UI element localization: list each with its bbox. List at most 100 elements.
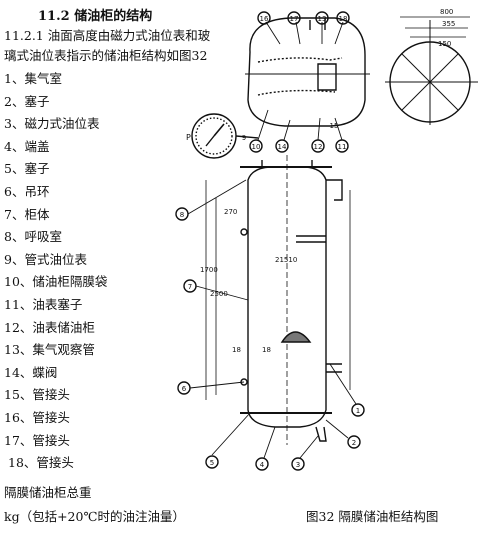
leader-5: [211, 412, 251, 456]
leader-10: [257, 109, 269, 141]
length-dim-label: 21510: [275, 256, 297, 264]
callouts: [175, 11, 365, 471]
callout-14: 14: [278, 143, 287, 151]
dim-label-top: 800: [440, 8, 453, 16]
leader-2: [325, 419, 349, 439]
part-item: 6、吊环: [4, 183, 50, 199]
dim-d-label: 18: [232, 346, 241, 354]
part-item: 1、集气室: [4, 71, 62, 86]
part-item: 3、磁力式油位表: [4, 116, 100, 132]
leader-8: [187, 179, 247, 215]
callout-17: 17: [290, 15, 299, 23]
section-view: [245, 17, 370, 127]
part-item: 18、管接头: [8, 455, 74, 471]
gauge-label: P: [186, 133, 191, 142]
total-weight-label: 隔膜储油柜总重: [4, 485, 92, 500]
callout-circle: [291, 457, 305, 471]
callout-circle: [177, 381, 191, 395]
total-weight-unit: kg（包括+20℃时的油注油量）: [4, 509, 185, 524]
part-item: 5、塞子: [4, 161, 50, 177]
gauge-view: [191, 113, 259, 159]
callout-16: 16: [260, 15, 269, 23]
intro-line-1: 11.2.1 油面高度由磁力式油位表和玻: [4, 28, 211, 43]
top-hook: [261, 160, 313, 167]
callout-circle: [183, 279, 197, 293]
callout-circle: [205, 455, 219, 469]
breather-pipe: [326, 179, 343, 201]
leader-1: [329, 363, 357, 405]
gauge-dial-inner: [195, 117, 233, 155]
leader-18: [334, 21, 344, 45]
part-item: 11、油表塞子: [4, 296, 83, 312]
membrane-bag: [257, 57, 343, 96]
callout-circle: [315, 11, 329, 25]
callout-5: 5: [210, 459, 214, 467]
part-item: 13、集气观察管: [4, 342, 95, 358]
part-item: 17、管接头: [4, 432, 70, 448]
callout-10: 10: [252, 143, 261, 151]
callout-circle: [347, 435, 361, 449]
lifting-ring: [240, 228, 248, 236]
part-item: 12、油表储油柜: [4, 319, 95, 335]
callout-8: 8: [180, 211, 184, 219]
callout-9: 9: [242, 134, 246, 142]
part-item: 10、储油柜隔膜袋: [4, 274, 108, 290]
callout-circle: [257, 11, 271, 25]
part-item: 8、呼吸室: [4, 229, 62, 245]
callout-15: 15: [330, 122, 339, 130]
gauge-housing: [317, 63, 337, 91]
callout-18: 18: [339, 15, 348, 23]
callout-7: 7: [188, 283, 192, 291]
dim-label-mid: 355: [442, 20, 455, 28]
section-shell: [247, 17, 366, 127]
dim-label-low: 150: [438, 40, 451, 48]
callout-3: 3: [296, 461, 300, 469]
leader-14: [283, 119, 291, 141]
callout-4: 4: [260, 461, 265, 469]
drain-fitting: [315, 426, 327, 442]
part-item: 9、管式油位表: [4, 251, 87, 267]
part-item: 16、管接头: [4, 409, 70, 425]
tank-elevation: [205, 155, 351, 445]
gauge-needle: [213, 123, 225, 137]
parts-list: 1、集气室 2、塞子 3、磁力式油位表 4、端盖 5、塞子 6、吊环 7、柜体 …: [4, 68, 107, 475]
callout-11: 11: [338, 143, 347, 151]
callout-13: 13: [318, 15, 327, 23]
callout-1: 1: [356, 407, 360, 415]
leader-6: [189, 381, 245, 389]
side-pipe-upper: [296, 235, 326, 243]
callout-12: 12: [314, 143, 323, 151]
figure-caption: 图32 隔膜储油柜结构图: [306, 509, 439, 524]
callout-circle: [351, 403, 365, 417]
dim-c-label: 2500: [210, 290, 228, 298]
callout-circle: [275, 139, 289, 153]
callout-2: 2: [352, 439, 356, 447]
dim-a-label: 270: [224, 208, 237, 216]
part-item: 14、蝶阀: [4, 364, 58, 380]
leader-12: [317, 117, 321, 141]
callout-circle: [336, 11, 350, 25]
section-intro: 11.2.1 油面高度由磁力式油位表和玻 璃式油位表指示的储油柜结构如图32: [4, 26, 244, 66]
callout-circle: [255, 457, 269, 471]
part-item: 2、塞子: [4, 93, 50, 109]
leader-3: [299, 435, 319, 459]
callout-circle: [175, 207, 189, 221]
leader-17: [295, 21, 301, 45]
callout-circle: [311, 139, 325, 153]
callout-circle: [335, 139, 349, 153]
callout-circle: [249, 139, 263, 153]
leader-lines: [187, 21, 357, 459]
bag-dome: [280, 331, 312, 343]
gauge-needle-2: [205, 135, 215, 147]
intro-line-2: 璃式油位表指示的储油柜结构如图32: [4, 48, 208, 63]
dim-e-label: 18: [262, 346, 271, 354]
part-item: 4、端盖: [4, 138, 50, 154]
side-pipe-lower: [326, 363, 342, 373]
dim-b-label: 1700: [200, 266, 218, 274]
gauge-stem: [235, 135, 259, 139]
callout-circle: [287, 11, 301, 25]
leader-16: [265, 21, 281, 45]
leader-4: [263, 426, 276, 459]
end-view: [385, 16, 478, 125]
callout-6: 6: [182, 385, 187, 393]
